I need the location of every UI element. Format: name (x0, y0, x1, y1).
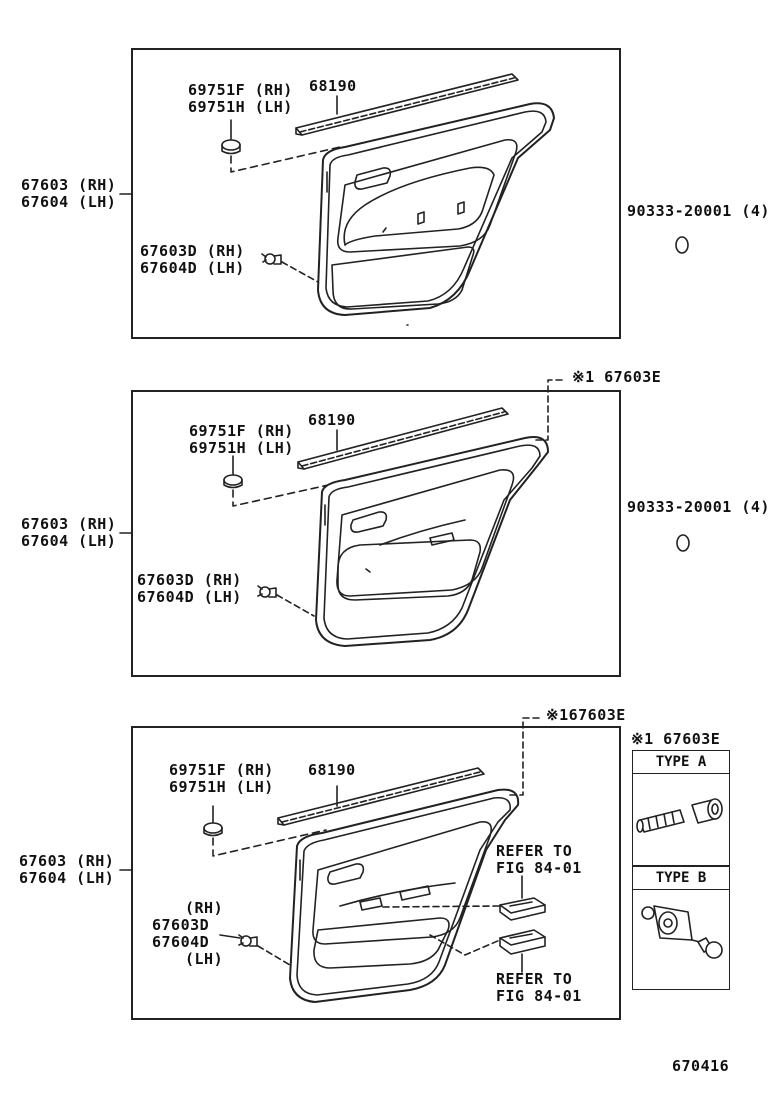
panel-2-trim-rh-label: 67603 (RH) (21, 515, 117, 533)
weatherstrip-3 (277, 767, 485, 826)
panel-2-clip-rh-label: 69751F (RH) (189, 422, 294, 440)
panel-1-clip-lh-label: 69751H (LH) (188, 98, 293, 116)
panel-2-fastener-rh-label: 67603D (RH) (137, 571, 242, 589)
panel-1-weatherstrip-label: 68190 (309, 77, 357, 95)
panel-3-weatherstrip-label: 68190 (308, 761, 356, 779)
door-trim-1 (317, 102, 555, 316)
panel-1-clip-rh-label: 69751F (RH) (188, 81, 293, 99)
panel-3-art (119, 717, 546, 1003)
panel-3-frame (131, 726, 621, 1020)
panel-2-clip-lh-label: 69751H (LH) (189, 439, 294, 457)
clip-3 (203, 822, 223, 837)
fastener-2 (257, 585, 277, 598)
panel-2-trim-lh-label: 67604 (LH) (21, 532, 117, 550)
type-a-label: TYPE A (633, 751, 729, 774)
panel-3-clip-lh-label: 69751H (LH) (169, 778, 274, 796)
panel-3-callout: ※167603E (546, 706, 626, 724)
panel-3-refer-bottom-line1: REFER TO (496, 970, 573, 988)
type-a-box: TYPE A (632, 750, 730, 866)
panel-2-callout: ※1 67603E (572, 368, 662, 386)
panel-1-trim-rh-label: 67603 (RH) (21, 176, 117, 194)
panel-3-clip-rh-label: 69751F (RH) (169, 761, 274, 779)
clip-90333-2 (676, 534, 690, 552)
panel-2-fastener-lh-label: 67604D (LH) (137, 588, 242, 606)
type-b-label: TYPE B (633, 867, 729, 890)
panel-3-refer-top-line1: REFER TO (496, 842, 573, 860)
panel-1-fastener-lh-label: 67604D (LH) (140, 259, 245, 277)
panel-2-art (119, 379, 690, 647)
panel-3-trim-rh-label: 67603 (RH) (19, 852, 115, 870)
clip-2 (223, 474, 243, 489)
panel-3-fastener-rh-label: 67603D (152, 916, 210, 934)
type-a-art (636, 798, 723, 833)
switch-base-lower (499, 929, 546, 955)
type-b-box: TYPE B (632, 866, 730, 990)
clip-90333-1 (675, 236, 689, 254)
panel-1-fastener-rh-label: 67603D (RH) (140, 242, 245, 260)
panel-2-frame (131, 390, 621, 677)
panel-3-refer-bottom-line2: FIG 84-01 (496, 987, 582, 1005)
door-trim-2 (315, 436, 549, 647)
panel-1-trim-lh-label: 67604 (LH) (21, 193, 117, 211)
weatherstrip-1 (295, 73, 519, 136)
door-trim-3 (289, 788, 520, 1003)
panel-1-art (119, 73, 689, 326)
panel-3-refer-top-line2: FIG 84-01 (496, 859, 582, 877)
fastener-3 (238, 934, 258, 947)
weatherstrip-2 (297, 407, 509, 470)
panel-1-frame (131, 48, 621, 339)
panel-3-fastener-lh-label: 67604D (152, 933, 210, 951)
panel-3-trim-lh-label: 67604 (LH) (19, 869, 115, 887)
panel-1-clip-right-label: 90333-20001 (4) (627, 202, 770, 220)
panel-3-fastener-rh-tag: (RH) (185, 899, 224, 917)
type-b-art (641, 905, 723, 959)
panel-2-clip-right-label: 90333-20001 (4) (627, 498, 770, 516)
panel-2-weatherstrip-label: 68190 (308, 411, 356, 429)
clip-1 (221, 139, 241, 155)
figure-number: 670416 (672, 1057, 730, 1075)
switch-base-upper (499, 897, 546, 921)
panel-3-fastener-lh-tag: (LH) (185, 950, 224, 968)
type-legend-header: ※1 67603E (631, 730, 721, 748)
fastener-1 (261, 253, 282, 265)
